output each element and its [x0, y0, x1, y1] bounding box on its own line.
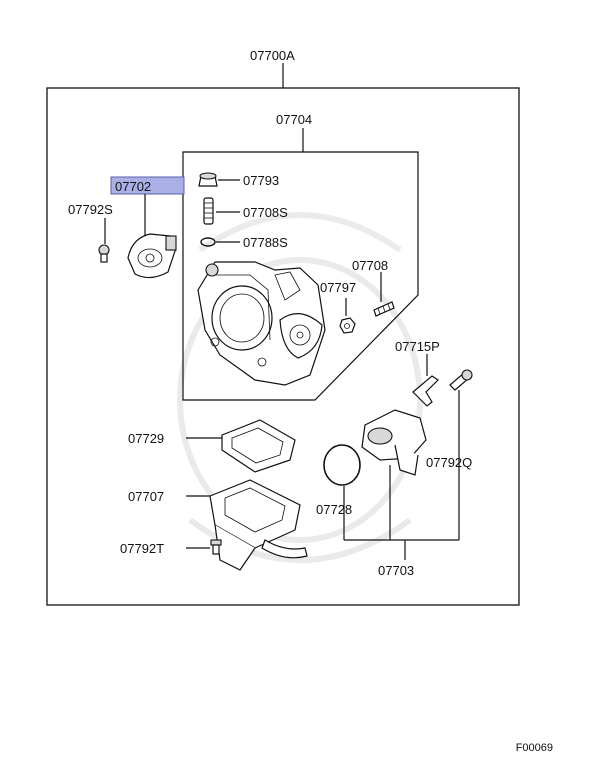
nut-part — [339, 317, 356, 334]
label-cap: 07793 — [243, 173, 279, 188]
screw-q-part — [449, 369, 473, 391]
oring-28-part — [323, 444, 361, 486]
screw-08-part — [373, 301, 395, 317]
label-throttle-body: 07704 — [276, 112, 312, 127]
label-screw-08: 07708 — [352, 258, 388, 273]
isc-motor-part — [361, 409, 427, 476]
label-assembly: 07700A — [250, 48, 295, 63]
screw-08s-part — [203, 197, 214, 225]
label-gasket: 07729 — [128, 431, 164, 446]
throttle-body-part — [197, 261, 326, 386]
label-isc-motor: 07703 — [378, 563, 414, 578]
leader-group-07703 — [344, 539, 459, 560]
heater-part — [209, 479, 308, 571]
label-bracket: 07715P — [395, 339, 440, 354]
figure-code: F00069 — [515, 742, 553, 754]
label-nut: 07797 — [320, 280, 356, 295]
label-screw-s: 07792S — [68, 202, 113, 217]
sensor-part — [127, 233, 177, 279]
bracket-part — [412, 375, 439, 407]
sensor-label-highlight — [110, 176, 185, 195]
screw-t-part — [210, 539, 222, 555]
gasket-part — [221, 419, 296, 473]
label-oring-88s: 07788S — [243, 235, 288, 250]
label-sensor[interactable]: 07702 — [115, 179, 151, 194]
label-screw-t: 07792T — [120, 541, 164, 556]
cap-part — [198, 172, 218, 187]
label-screw-q: 07792Q — [426, 455, 472, 470]
label-oring-28: 07728 — [316, 502, 352, 517]
label-heater: 07707 — [128, 489, 164, 504]
oring-88s-part — [200, 237, 216, 247]
inner-frame — [182, 151, 419, 401]
label-screw-08s: 07708S — [243, 205, 288, 220]
screw-s-part — [98, 244, 110, 263]
